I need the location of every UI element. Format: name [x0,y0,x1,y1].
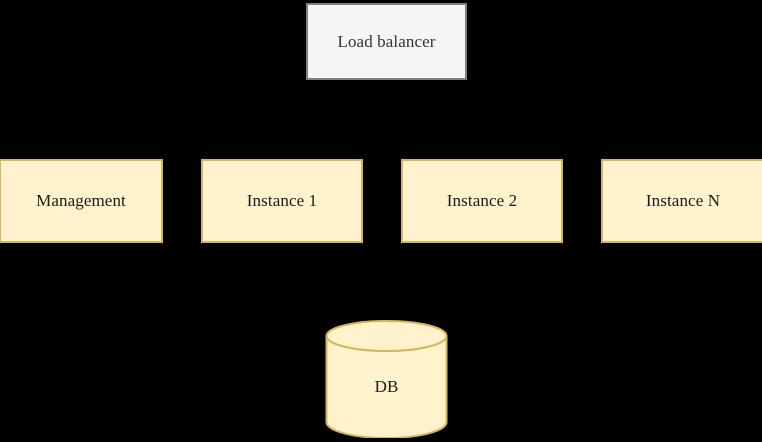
edge-instance-1-to-db [281,243,391,320]
edge-management-to-db [80,243,391,320]
edge-lb-to-management [76,80,387,159]
node-instance-2-label: Instance 2 [446,191,518,211]
node-load-balancer-label: Load balancer [337,31,436,51]
node-management-label: Management [36,191,126,211]
node-db-cylinder[interactable]: DB [325,320,448,438]
node-load-balancer[interactable]: Load balancer [306,3,467,80]
edge-instance-2-to-db [381,243,483,320]
edge-lb-to-instance-2 [385,80,487,159]
node-instance-2[interactable]: Instance 2 [401,159,563,243]
node-db-label: DB [374,377,399,397]
node-instance-n[interactable]: Instance N [601,159,762,243]
node-instance-1-label: Instance 1 [246,191,318,211]
edge-instance-n-to-db [381,243,684,320]
node-management[interactable]: Management [0,159,163,243]
node-instance-1[interactable]: Instance 1 [201,159,363,243]
edge-lb-to-instance-1 [277,80,387,159]
node-instance-n-label: Instance N [645,191,721,211]
edge-lb-to-instance-n [385,80,688,159]
cylinder-shape [325,320,448,438]
